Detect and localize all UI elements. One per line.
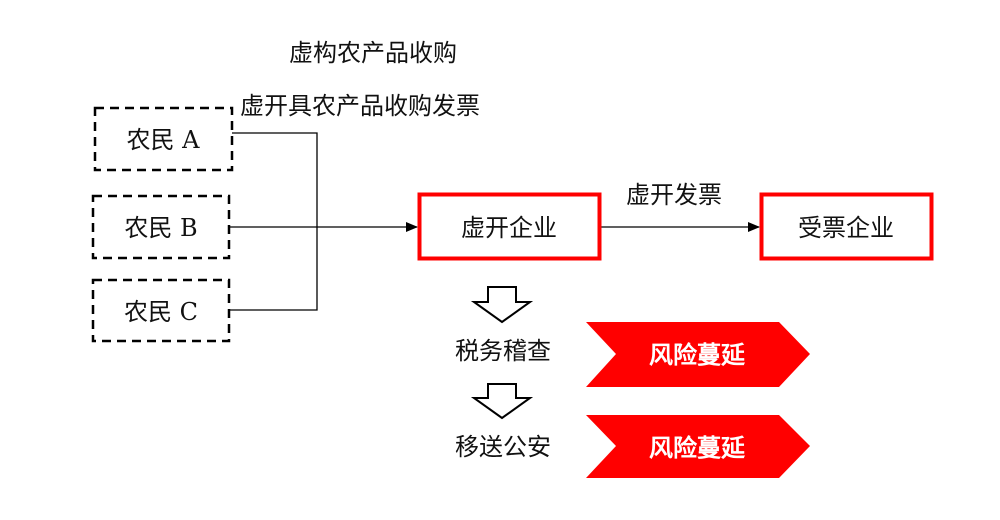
down-block-arrow-icon	[470, 383, 534, 420]
farmer-box-b: 农民 B	[91, 194, 231, 260]
receiving-company-box: 受票企业	[759, 192, 934, 261]
fake-invoicing-company-box: 虚开企业	[417, 192, 602, 261]
down-block-arrow-icon	[470, 286, 534, 324]
connector-lines	[229, 132, 760, 311]
farmer-label: 农民 B	[124, 214, 197, 242]
top-label-fabricated-purchase: 虚构农产品收购	[289, 39, 457, 67]
fake-company-label: 虚开企业	[461, 214, 557, 242]
top-label-false-invoices: 虚开具农产品收购发票	[240, 92, 480, 120]
receiving-company-label: 受票企业	[798, 214, 894, 242]
step-transfer-police: 移送公安	[455, 433, 551, 461]
risk-chevron-1: 风险蔓延	[586, 322, 810, 387]
risk-label: 风险蔓延	[649, 433, 746, 462]
farmer-label: 农民 C	[124, 298, 198, 326]
invoice-label: 虚开发票	[626, 181, 722, 209]
farmer-label: 农民 A	[127, 126, 201, 154]
risk-label: 风险蔓延	[649, 340, 746, 369]
farmer-box-c: 农民 C	[91, 278, 231, 343]
risk-chevron-2: 风险蔓延	[586, 415, 810, 478]
step-tax-inspection: 税务稽查	[455, 337, 551, 365]
farmer-box-a: 农民 A	[93, 106, 234, 172]
